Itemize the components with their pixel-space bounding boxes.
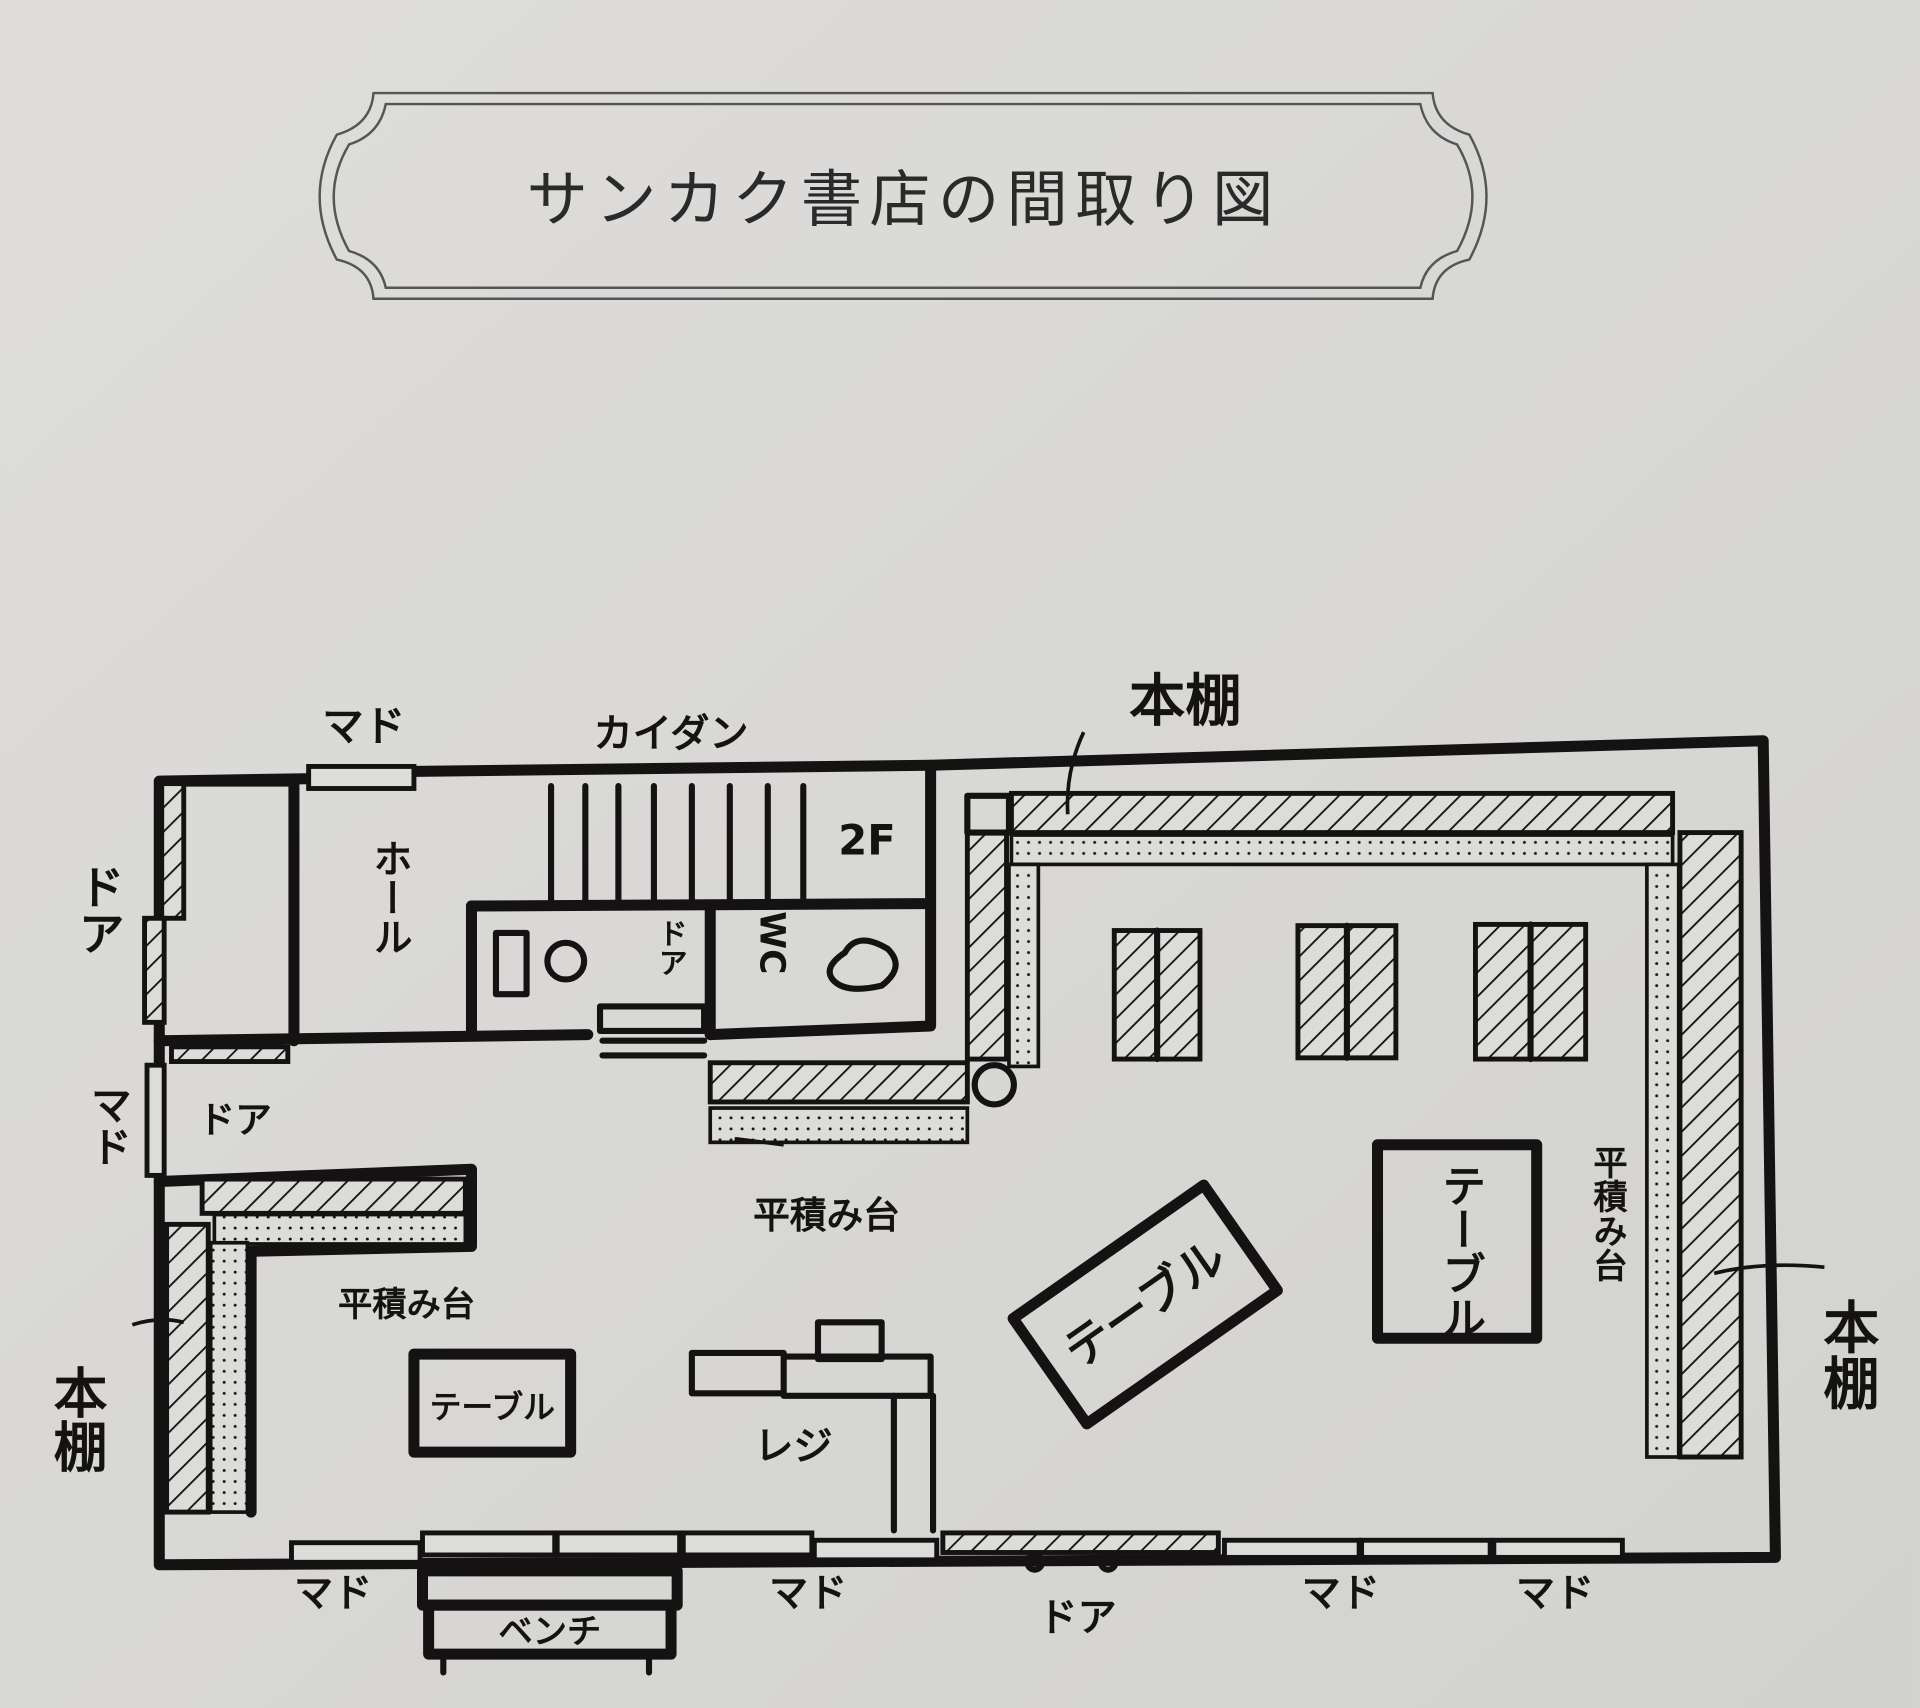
label-window-left: マド xyxy=(83,1084,132,1167)
table-diagonal xyxy=(1007,1179,1283,1430)
label-window-bottom-1: マド xyxy=(294,1571,372,1616)
label-door-bottom: ドア xyxy=(1038,1596,1116,1641)
label-window-bottom-2: マド xyxy=(769,1571,847,1616)
label-stairs: カイダン xyxy=(594,712,749,757)
label-2f: 2F xyxy=(838,816,895,865)
label-bookshelf-right: 本棚 xyxy=(1814,1297,1879,1410)
shelf-right xyxy=(1677,830,1744,1460)
label-window-bottom-3: マド xyxy=(1302,1571,1380,1616)
label-flat-display-right: 平積み台 xyxy=(1586,1145,1627,1282)
label-door-inner: ドア xyxy=(198,1099,271,1142)
title-frame: サンカク書店の間取り図 xyxy=(318,91,1488,300)
shelf-top xyxy=(1008,790,1676,836)
label-wc: WC xyxy=(751,911,791,974)
table-right xyxy=(1372,1139,1543,1344)
label-table-left: テーブル xyxy=(430,1388,555,1426)
left-door-panel xyxy=(159,781,187,921)
window-top xyxy=(306,764,417,791)
table-left xyxy=(408,1348,577,1458)
label-window-bottom-4: マド xyxy=(1516,1571,1594,1616)
stairs xyxy=(547,782,807,903)
label-register: レジ xyxy=(754,1424,832,1469)
label-door-wc: ドア xyxy=(654,918,688,977)
page-title: サンカク書店の間取り図 xyxy=(527,164,1281,235)
bench xyxy=(416,1565,683,1676)
label-bookshelf-top: 本棚 xyxy=(1129,669,1242,734)
label-flat-display-center: 平積み台 xyxy=(753,1194,900,1237)
washbasin-icon xyxy=(544,939,588,983)
toilet-icon xyxy=(826,937,899,992)
bottom-windows xyxy=(289,1530,1625,1565)
label-door-left: ドア xyxy=(71,863,125,956)
sink-icon xyxy=(492,929,530,998)
label-window-top: マド xyxy=(322,702,405,751)
walls xyxy=(131,731,1825,1676)
label-bookshelf-left: 本棚 xyxy=(45,1365,108,1473)
register-icon xyxy=(814,1319,885,1363)
left-door-panel-2 xyxy=(142,915,167,1025)
label-flat-display-left: 平積み台 xyxy=(338,1285,475,1325)
window-left xyxy=(144,1062,167,1178)
label-table-right: テーブル xyxy=(1434,1163,1485,1339)
label-hall: ホール xyxy=(367,839,412,957)
label-bench: ベンチ xyxy=(498,1612,601,1652)
